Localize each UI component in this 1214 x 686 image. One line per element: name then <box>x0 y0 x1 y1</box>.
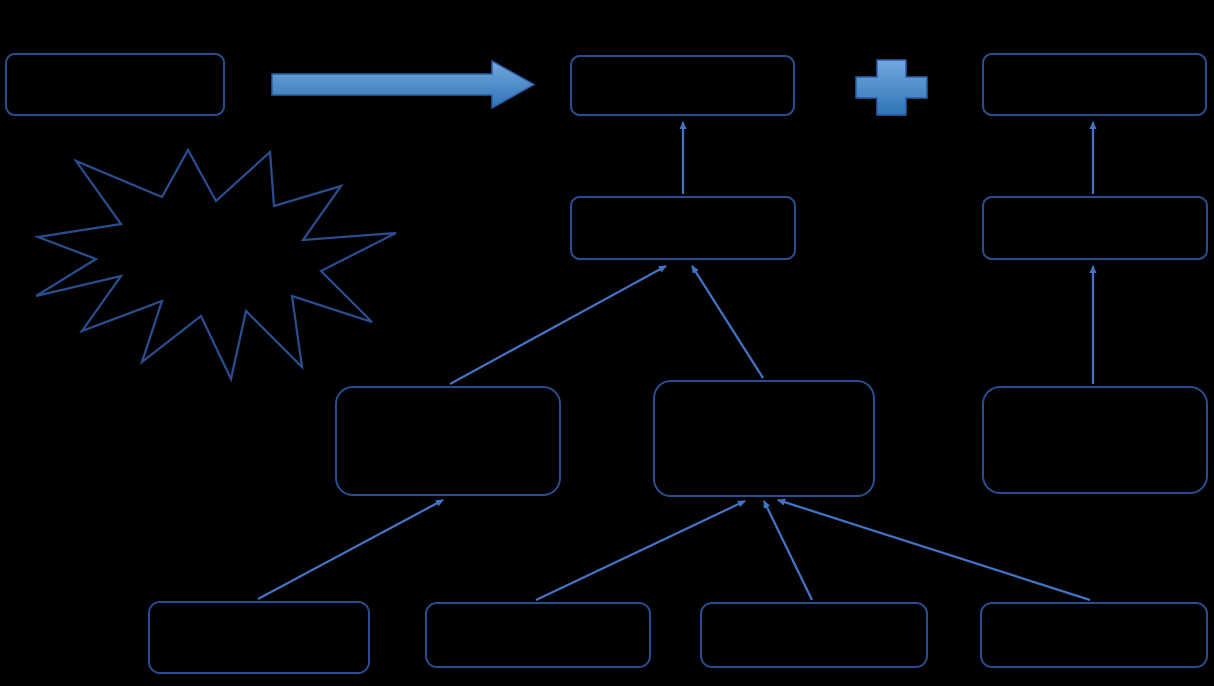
edge-level3-left-to-mid-middle <box>449 265 667 385</box>
plus-sign-shape <box>855 59 928 116</box>
node-bottom-box-1 <box>148 601 370 674</box>
node-mid-right-box <box>982 196 1208 260</box>
node-level3-right-box <box>982 386 1208 494</box>
block-arrow-shape <box>271 59 536 110</box>
node-bottom-box-2 <box>425 602 651 668</box>
edge-level3-center-to-mid-middle <box>691 265 764 379</box>
node-top-right-box <box>982 53 1207 116</box>
node-top-left-box <box>5 53 225 116</box>
node-mid-middle-box <box>570 196 796 260</box>
node-bottom-box-4 <box>980 602 1208 668</box>
starburst-shape <box>33 147 397 383</box>
edge-bottom4-to-level3-center <box>777 498 1091 602</box>
node-top-middle-box <box>570 55 795 116</box>
edge-bottom2-to-level3-center <box>535 499 746 602</box>
node-level3-center-box <box>653 380 875 497</box>
edge-bottom1-to-level3-left <box>257 499 444 600</box>
node-bottom-box-3 <box>700 602 928 668</box>
node-level3-left-box <box>335 386 561 496</box>
edge-bottom3-to-level3-center <box>762 500 814 601</box>
